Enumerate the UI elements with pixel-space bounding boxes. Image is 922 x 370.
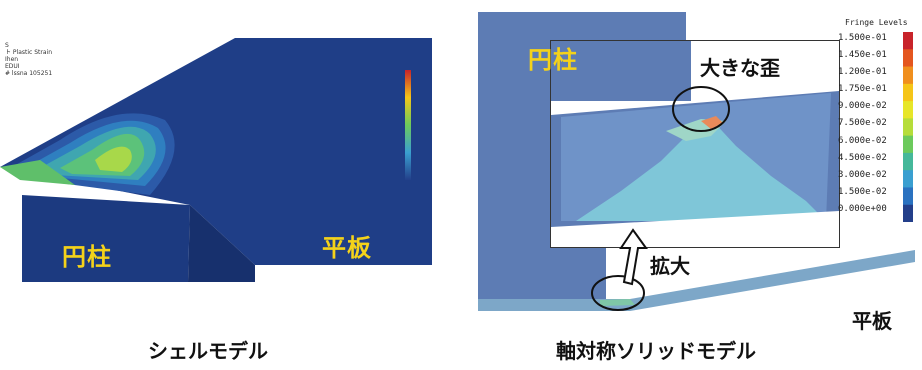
- legend-level: 1.450e-01: [838, 50, 887, 61]
- legend-level: 4.500e-02: [838, 152, 887, 163]
- legend-level: 1.500e-01: [838, 33, 887, 43]
- legend-level: 7.500e-02: [838, 118, 887, 129]
- plate-surface: [0, 38, 432, 265]
- cylinder-side: [188, 205, 255, 282]
- shell-model-render: [0, 38, 432, 282]
- axisym-plate: [478, 250, 915, 311]
- magnifier-circle-small: [591, 275, 645, 311]
- enlarge-arrow-icon: [619, 228, 648, 286]
- shell-model-panel: S ト Plastic Strain Ihen EDUI # lssna 105…: [0, 0, 440, 300]
- axisym-model-caption: 軸対称ソリッドモデル: [556, 339, 756, 363]
- legend-level: 1.200e-01: [838, 67, 887, 78]
- legend-swatch: [903, 49, 913, 68]
- legend-swatch: [903, 118, 913, 137]
- legend-level: 1.500e-02: [838, 186, 887, 197]
- shell-model-caption: シェルモデル: [148, 339, 268, 363]
- legend-swatch: [903, 204, 913, 222]
- zoom-callout-label: 大きな歪: [700, 56, 780, 80]
- legend-swatch: [903, 101, 913, 119]
- legend-level: 6.000e-02: [838, 135, 887, 146]
- axisym-plate-label: 平板: [852, 309, 892, 333]
- fringe-legend: 1.500e-01 1.450e-01 1.200e-01 1.750e-01 …: [838, 30, 887, 218]
- legend-swatch: [903, 32, 913, 50]
- shell-overlay-line-1: ト Plastic Strain: [5, 49, 52, 56]
- legend-swatch: [903, 83, 913, 102]
- fringe-legend-colorbar: [903, 32, 913, 222]
- legend-swatch: [903, 152, 913, 171]
- enlarge-label: 拡大: [650, 254, 690, 278]
- magnifier-circle-large: [672, 86, 730, 132]
- zoom-inset-render: [551, 41, 839, 247]
- legend-level: 1.750e-01: [838, 84, 887, 95]
- axisym-model-panel: 円柱: [470, 0, 922, 330]
- shell-overlay-line-3: EDUI: [5, 63, 20, 70]
- shell-colorbar: [405, 70, 411, 180]
- cylinder-body: [22, 195, 190, 282]
- shell-plate-label: 平板: [322, 234, 372, 262]
- fringe-legend-title: Fringe Levels: [845, 18, 908, 27]
- shell-overlay-line-0: S: [5, 42, 9, 49]
- legend-level: 0.000e+00: [838, 203, 887, 214]
- legend-level: 9.000e-02: [838, 101, 887, 112]
- legend-swatch: [903, 170, 913, 188]
- legend-swatch: [903, 66, 913, 85]
- legend-swatch: [903, 187, 913, 206]
- axisym-cylinder-label: 円柱: [528, 46, 578, 74]
- shell-overlay-line-4: # lssna 105251: [5, 70, 53, 77]
- legend-swatch: [903, 135, 913, 154]
- legend-level: 3.000e-02: [838, 169, 887, 180]
- zoom-inset: [550, 40, 840, 248]
- shell-cylinder-label: 円柱: [62, 243, 112, 271]
- shell-overlay-line-2: Ihen: [5, 56, 19, 63]
